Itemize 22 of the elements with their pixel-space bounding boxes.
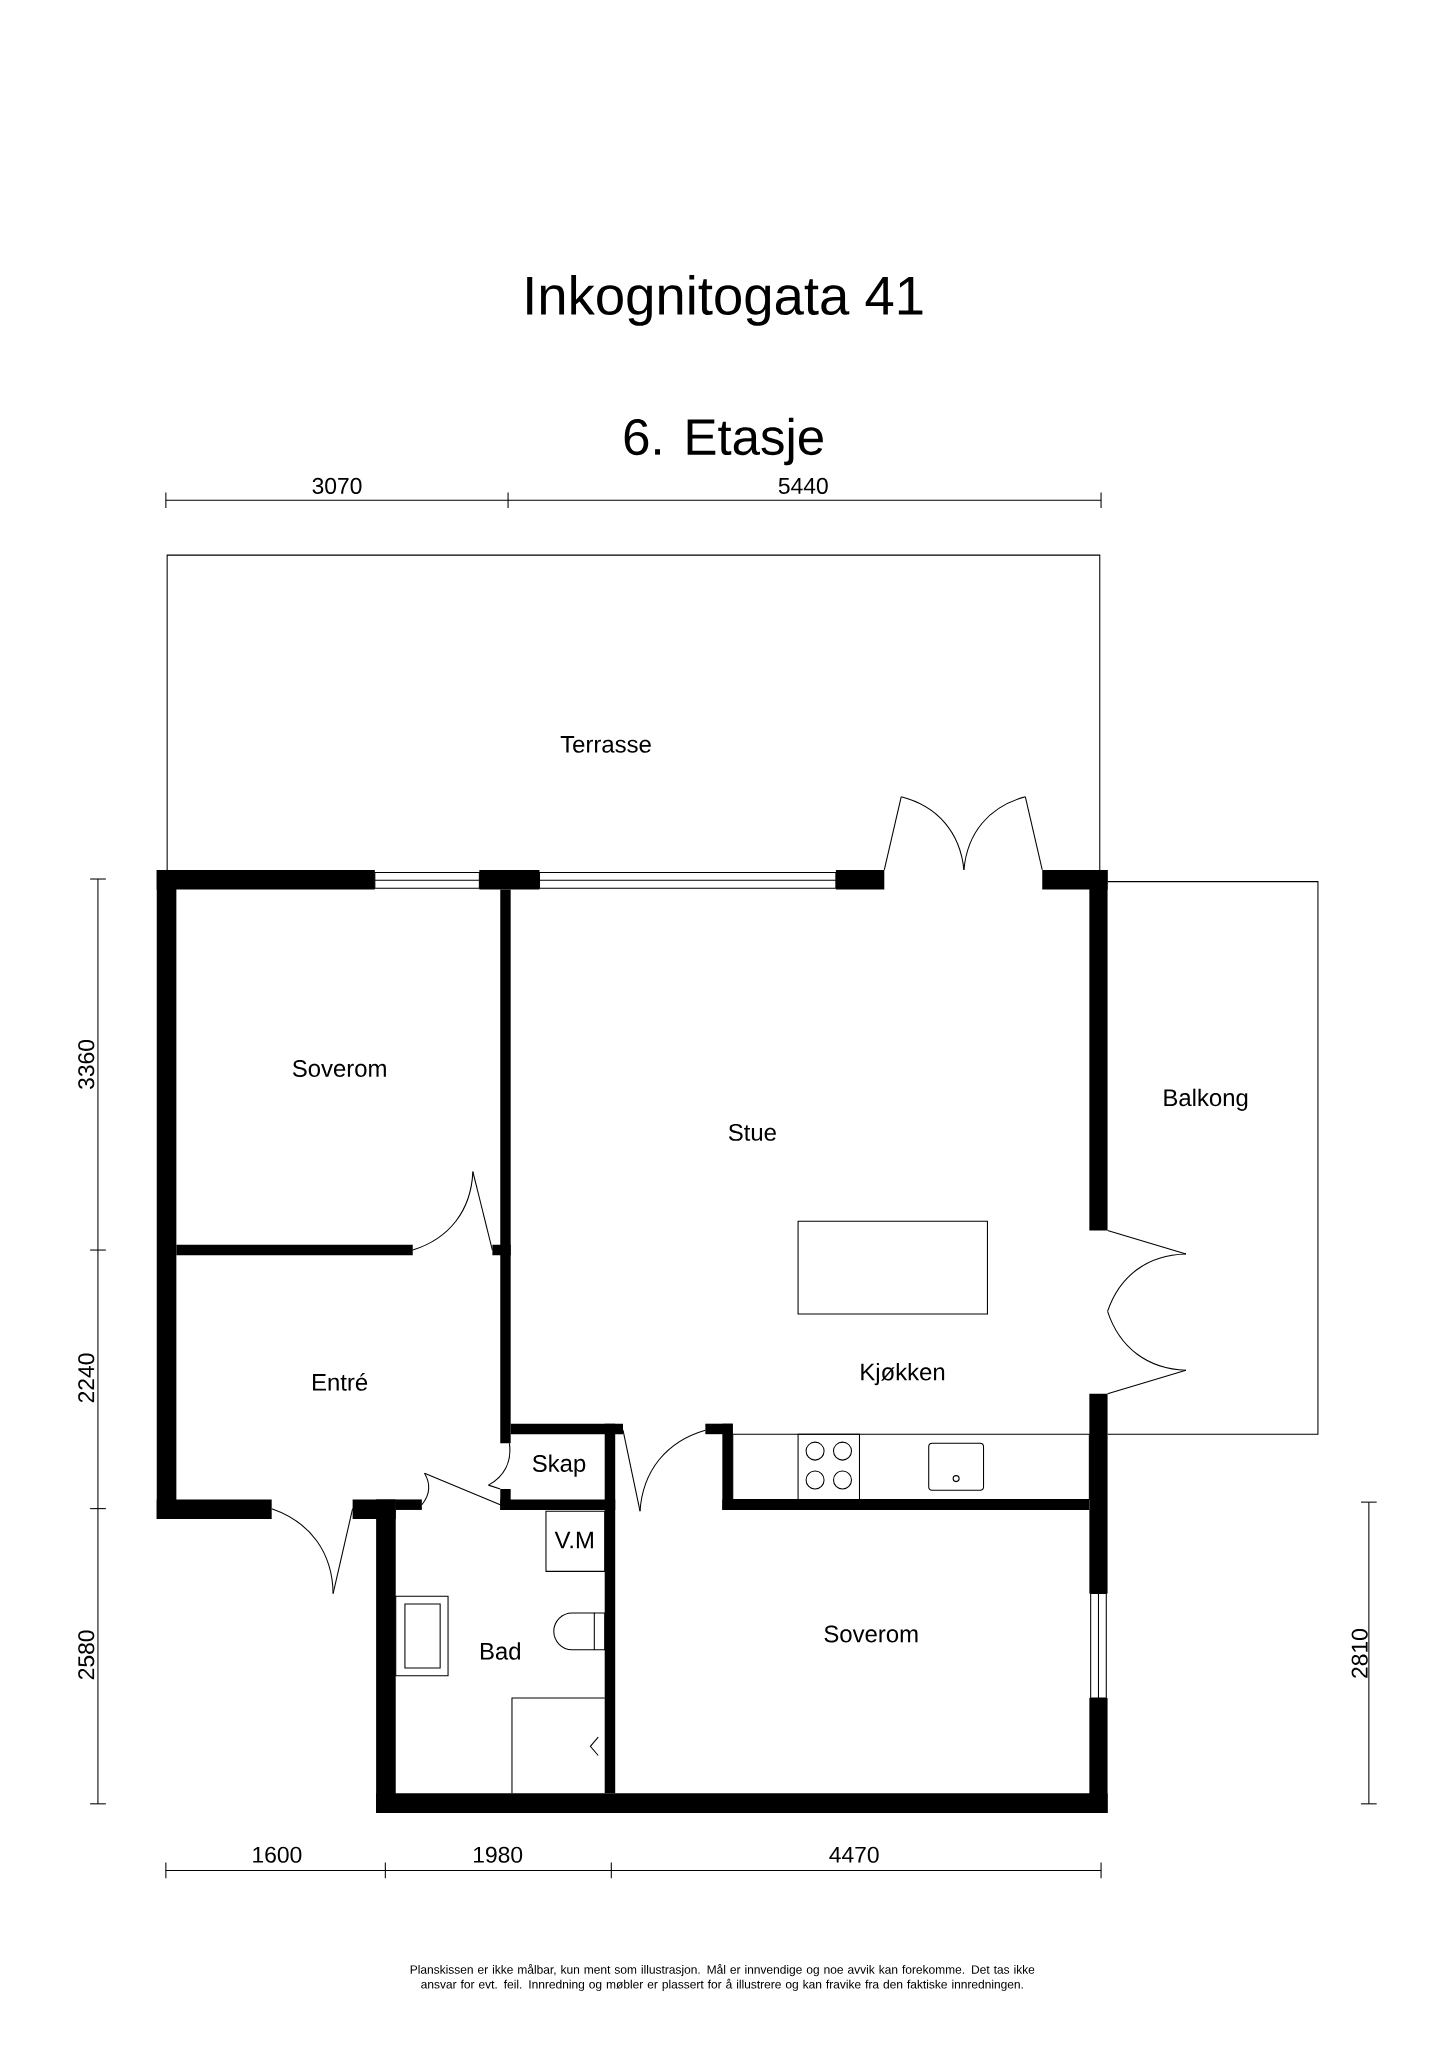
dimension-text: 5440 [778, 477, 828, 494]
room-label: Entré [312, 1372, 367, 1391]
room-label: Skap [532, 1454, 585, 1477]
dimension-text: 1980 [473, 1846, 522, 1863]
footnote: Planskissen er ikke målbar, kun ment som illustrasjon. Mål er innvendige og noe avvik kan forekomme. Det tas ikke ansvar for evt. feil. Innredning og møbler er plassert for å illustrere og kan fravike fra den faktiske innredningen. [410, 1964, 1035, 1991]
dimension-text: 3360 [77, 1040, 95, 1089]
dimension-text: 4470 [829, 1846, 879, 1863]
room-label: Soverom [824, 1625, 918, 1643]
room-label: Balkong [1164, 1088, 1247, 1111]
room-label: Stue [728, 1123, 776, 1141]
dimension-text: 2240 [77, 1353, 95, 1403]
room-label: Soverom [292, 1060, 386, 1077]
room-label: V.M [554, 1531, 593, 1549]
room-label: Bad [480, 1642, 520, 1660]
title: Inkognitogata 41 [526, 275, 923, 326]
dimension-text: 1600 [253, 1846, 302, 1863]
dimension-text: 2810 [1351, 1629, 1368, 1678]
room-label: Kjøkken [861, 1362, 944, 1386]
dimension-text: 2580 [77, 1630, 95, 1680]
dimension-text: 3070 [312, 477, 362, 494]
floor-heading: 6. Etasje [624, 417, 823, 466]
room-label: Terrasse [560, 736, 651, 753]
